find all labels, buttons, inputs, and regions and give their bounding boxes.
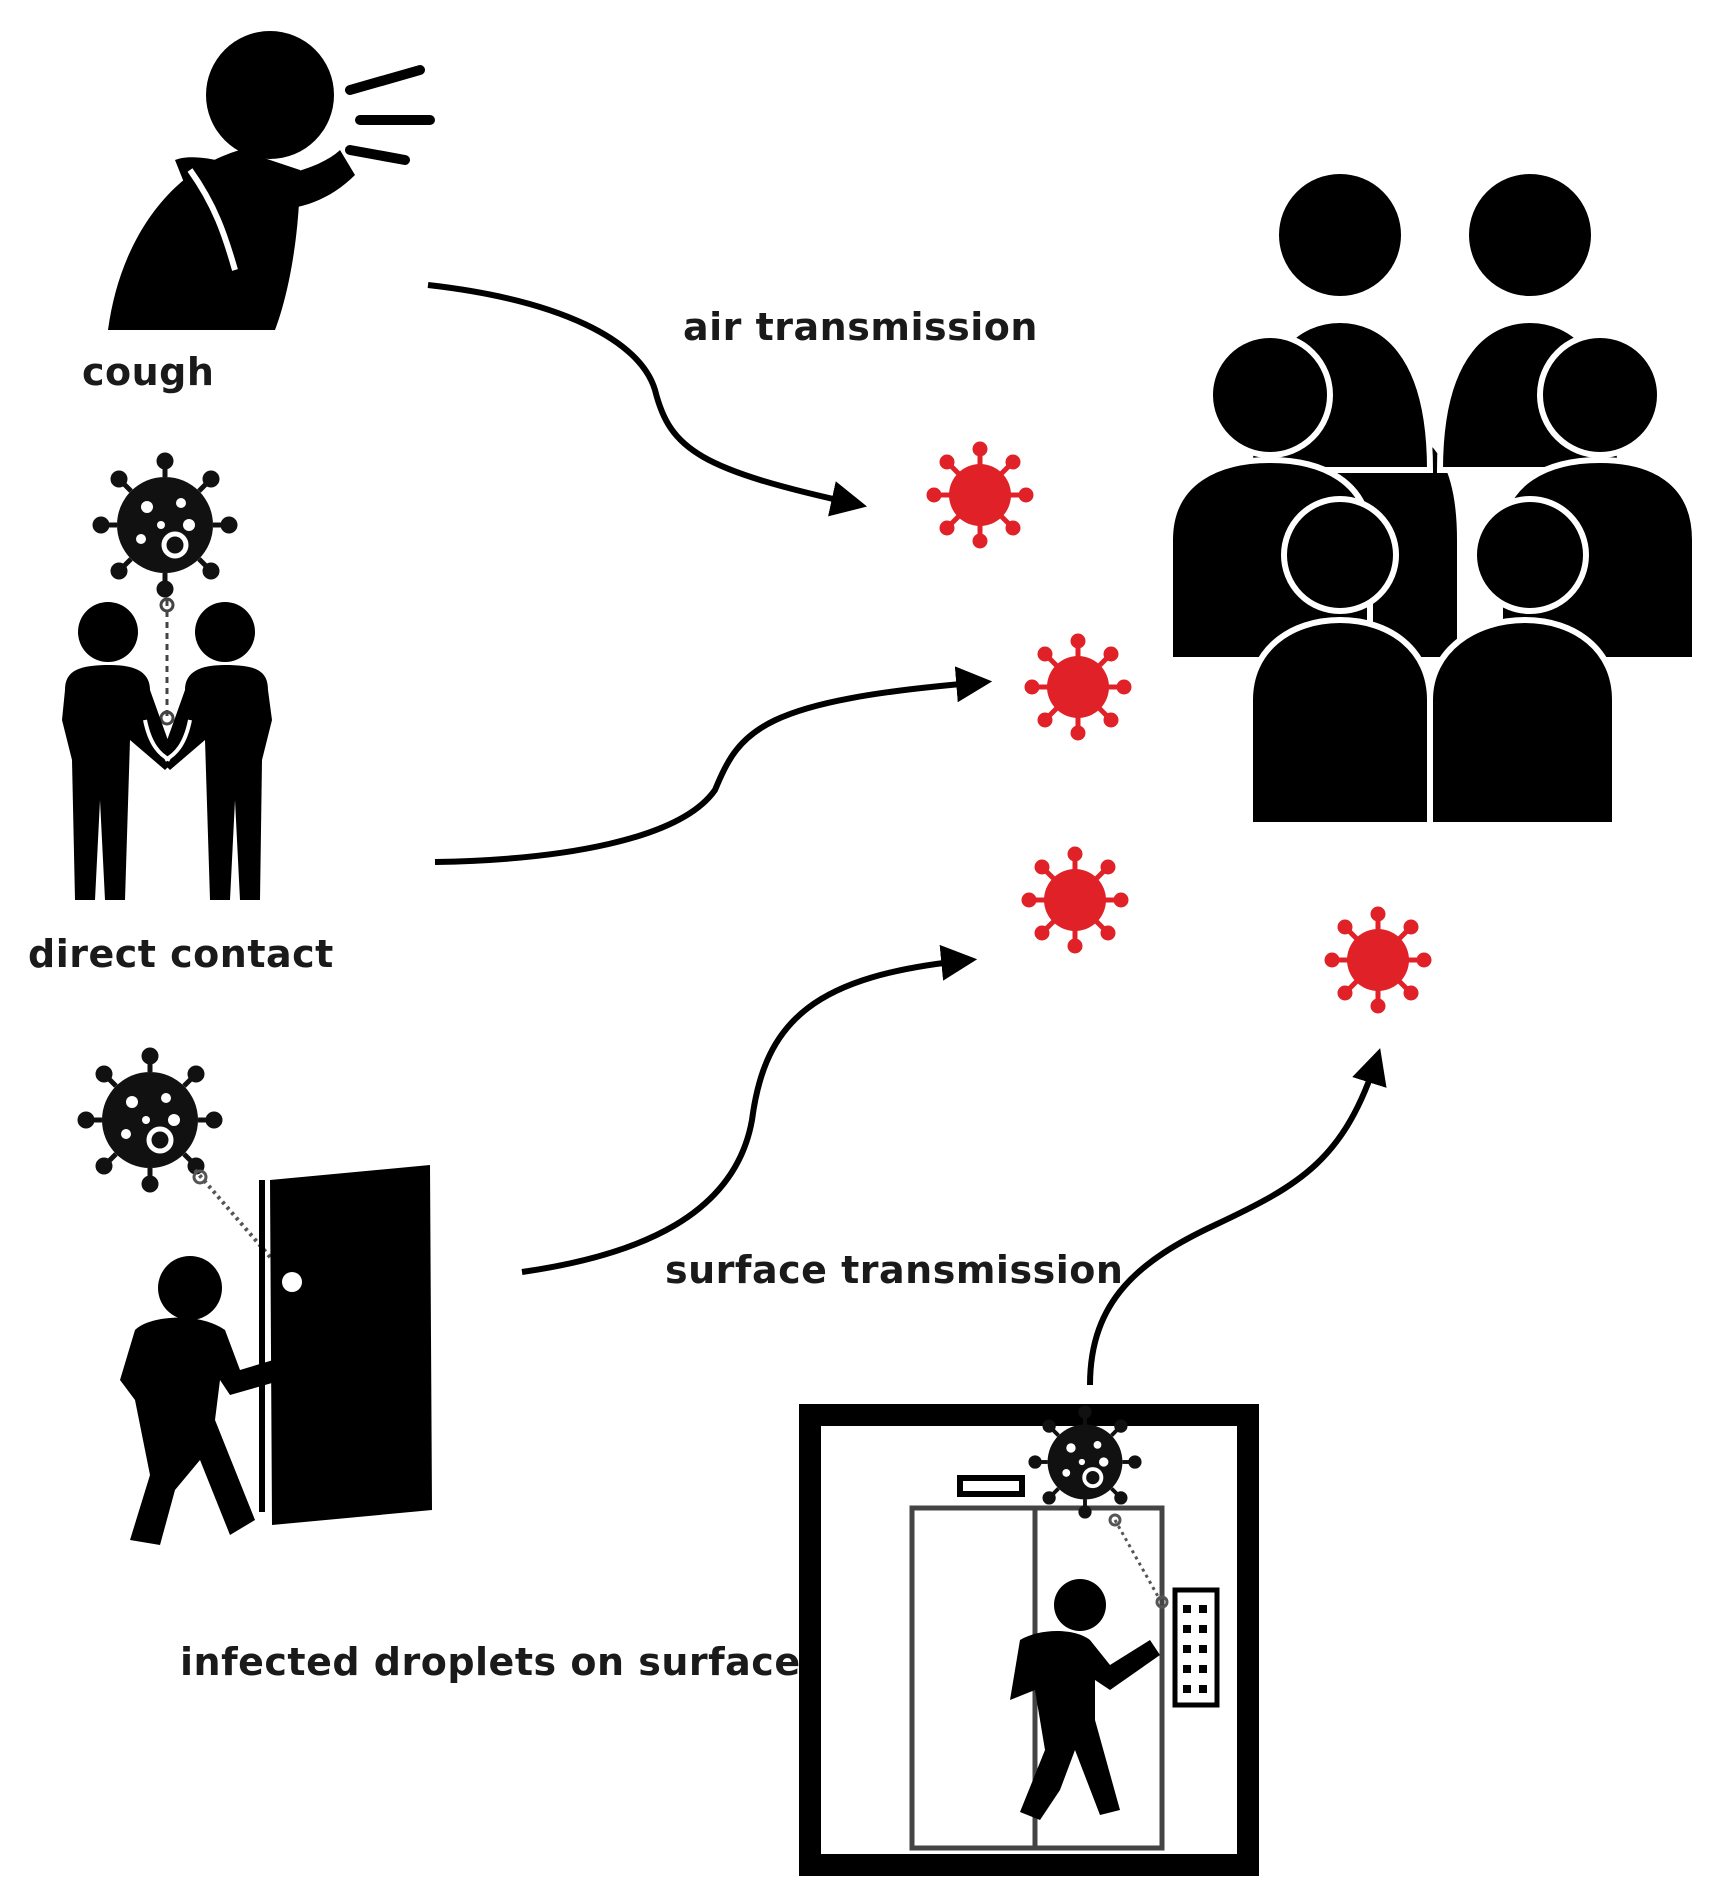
cough-label: cough <box>82 350 215 394</box>
crowd-of-people-icon <box>1167 168 1698 828</box>
surface-transmission-arrow <box>521 944 978 1275</box>
air-transmission-label: air transmission <box>683 305 1038 349</box>
infected-droplets-label: infected droplets on surface <box>180 1640 801 1684</box>
virus-icon <box>1027 636 1129 738</box>
person-opening-door-icon <box>80 1050 432 1545</box>
virus-icon <box>929 444 1031 546</box>
handshake-icon <box>62 455 272 900</box>
air-transmission-arrow <box>427 282 868 517</box>
person-in-elevator-icon <box>799 1404 1259 1876</box>
virus-icon <box>1327 909 1429 1011</box>
virus-icon <box>1024 849 1126 951</box>
surface-transmission-label: surface transmission <box>665 1248 1124 1292</box>
direct-contact-label: direct contact <box>28 932 334 976</box>
direct-contact-arrow <box>434 666 993 865</box>
person-coughing-icon <box>108 31 435 330</box>
elevator-transmission-arrow <box>1087 1048 1387 1386</box>
